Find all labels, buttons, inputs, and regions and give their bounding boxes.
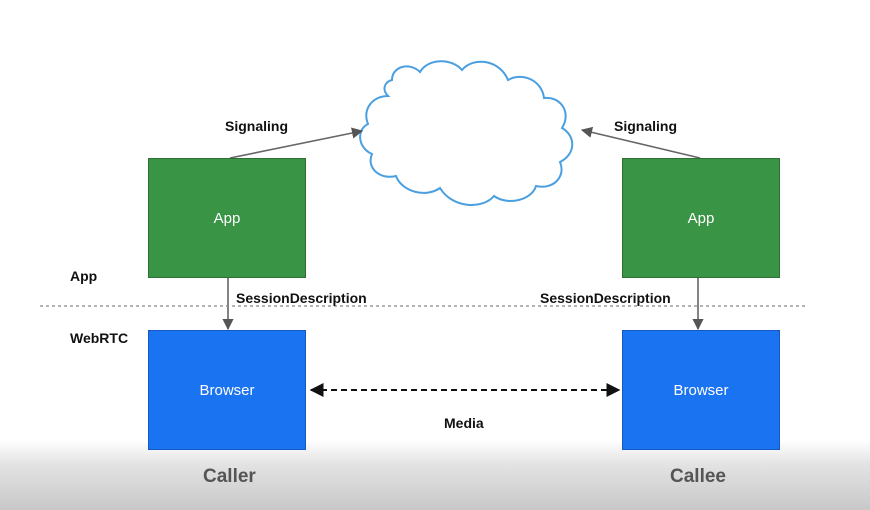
signaling-arrow-left [229,127,364,159]
caller-app-label: App [213,209,241,227]
caller-app-box: App [148,158,306,278]
caller-browser-label: Browser [199,381,255,399]
callee-app-label: App [687,209,715,227]
caller-role-label: Caller [203,466,256,487]
callee-browser-box: Browser [622,330,780,450]
callee-browser-label: Browser [673,381,729,399]
bottom-shade [0,440,870,510]
callee-role-label: Callee [670,466,726,487]
media-label: Media [444,415,484,431]
signaling-arrow-right [580,126,701,159]
callee-app-box: App [622,158,780,278]
webrtc-layer-label: WebRTC [70,330,129,346]
signaling-label-left: Signaling [225,118,288,134]
session-description-label-right: SessionDescription [540,290,671,306]
signaling-label-right: Signaling [614,118,677,134]
session-description-label-left: SessionDescription [236,290,367,306]
app-layer-label: App [70,268,98,284]
signaling-cloud [359,60,574,207]
caller-browser-box: Browser [148,330,306,450]
